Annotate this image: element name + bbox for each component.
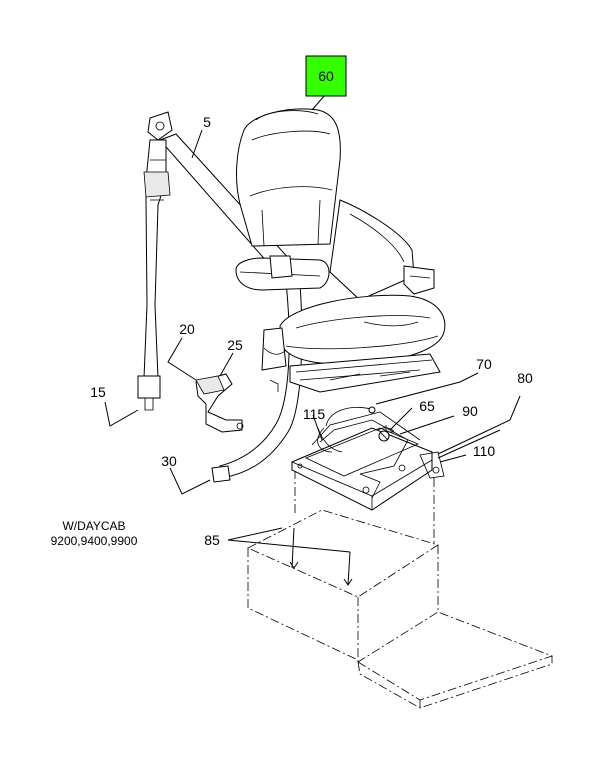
callout-115[interactable]: 115 [303,406,326,422]
callout-70[interactable]: 70 [476,356,492,372]
callout-15[interactable]: 15 [90,384,106,400]
callout-5[interactable]: 5 [203,114,211,130]
cables-and-rod [317,395,521,459]
callout-30[interactable]: 30 [161,453,177,469]
highlight-box-60 [305,55,347,97]
seat [235,108,446,393]
callout-20[interactable]: 20 [179,321,195,337]
callout-90[interactable]: 90 [462,403,478,419]
seat-base-bracket [291,411,445,511]
seat-belt [137,111,303,483]
callout-60[interactable]: 60 [318,68,334,84]
floor-riser-box [247,470,554,709]
note-line-2: 9200,9400,9900 [51,534,138,548]
callout-65[interactable]: 65 [419,398,435,414]
note-line-1: W/DAYCAB [62,519,125,533]
callout-80[interactable]: 80 [517,370,533,386]
leader-lines [104,94,479,586]
callout-25[interactable]: 25 [227,337,243,353]
callout-85[interactable]: 85 [204,532,220,548]
callout-110[interactable]: 110 [473,443,496,459]
